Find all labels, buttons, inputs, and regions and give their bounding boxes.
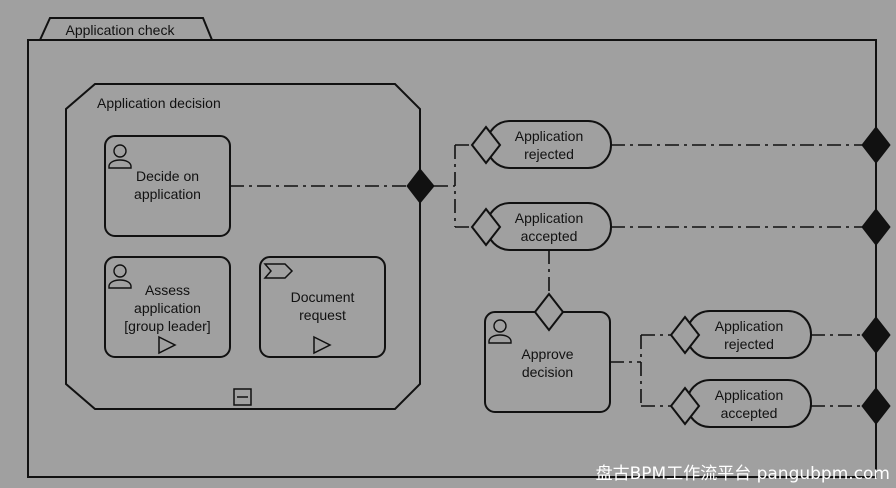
event-accepted-top-label[interactable]: Application accepted bbox=[514, 209, 584, 244]
user-icon bbox=[108, 144, 132, 169]
subprocess-shape bbox=[65, 83, 421, 410]
task-document-shape bbox=[259, 256, 386, 358]
end-diamond-4 bbox=[861, 387, 891, 425]
end-diamond-3 bbox=[861, 316, 891, 354]
diamond-accepted-top bbox=[470, 207, 502, 247]
gateway-diamond bbox=[406, 168, 435, 204]
flow-approve-branches bbox=[610, 334, 671, 407]
event-rejected-top-label[interactable]: Application rejected bbox=[514, 127, 584, 162]
task-decide-label[interactable]: Decide on application bbox=[134, 168, 201, 202]
play-marker-icon bbox=[158, 335, 177, 355]
watermark-text: 盘古BPM工作流平台 pangubpm.com bbox=[595, 464, 890, 484]
flow-gateway-branches bbox=[434, 144, 472, 228]
diamond-approve bbox=[533, 292, 565, 332]
diamond-rejected-top bbox=[470, 125, 502, 165]
task-assess-shape bbox=[104, 256, 231, 358]
play-marker-icon bbox=[313, 335, 332, 355]
pool-title: Application check bbox=[65, 22, 175, 38]
subprocess-title: Application decision bbox=[97, 95, 221, 111]
diamond-rejected-bottom bbox=[669, 315, 701, 355]
event-rejected-bottom-label[interactable]: Application rejected bbox=[714, 317, 784, 352]
event-accepted-bottom-label[interactable]: Application accepted bbox=[714, 386, 784, 421]
task-assess-label[interactable]: Assess application [group leader] bbox=[124, 282, 211, 334]
task-approve-label[interactable]: Approve decision bbox=[521, 346, 574, 380]
diamond-accepted-bottom bbox=[669, 386, 701, 426]
pool-frame bbox=[27, 39, 877, 478]
user-icon bbox=[108, 264, 132, 289]
end-diamond-1 bbox=[861, 126, 891, 164]
task-document-label[interactable]: Document request bbox=[290, 289, 355, 323]
user-icon bbox=[488, 319, 512, 344]
collapse-marker-icon bbox=[233, 388, 252, 406]
pool-tab bbox=[39, 17, 213, 41]
send-flag-icon bbox=[263, 263, 294, 279]
end-diamond-2 bbox=[861, 208, 891, 246]
